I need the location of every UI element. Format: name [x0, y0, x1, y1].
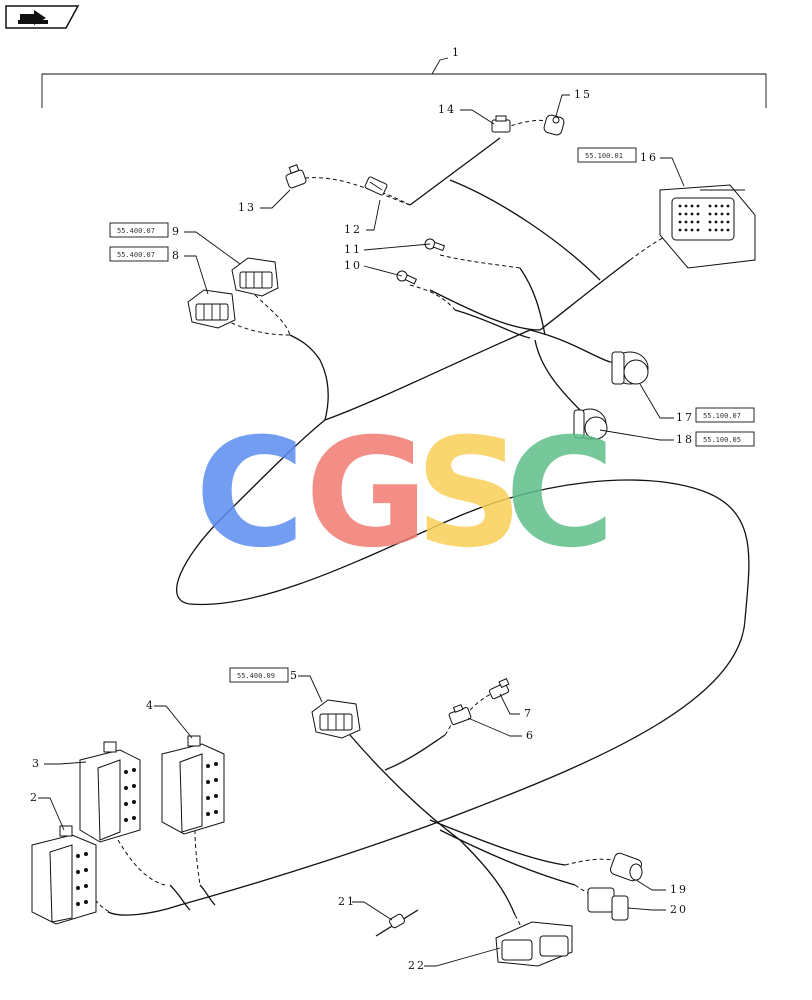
ref-box-16: 55.100.01 — [577, 147, 637, 163]
ref-box-8: 55.400.07 — [109, 246, 169, 262]
arrow-icon — [18, 10, 48, 25]
callout-16: 16 — [640, 151, 658, 164]
ref-box-17: 55.100.07 — [695, 407, 755, 423]
ref-box-5: 55.400.09 — [229, 667, 289, 683]
callout-22: 22 — [408, 959, 426, 972]
watermark-letter-4: C — [505, 407, 615, 581]
fuse-slots — [76, 852, 88, 906]
next-page-button[interactable] — [5, 5, 80, 29]
fuse-slots — [124, 768, 136, 822]
ref-box-9: 55.400.07 — [109, 222, 169, 238]
callout-7: 7 — [524, 707, 533, 720]
fuse-block-2 — [31, 825, 97, 925]
connector-9 — [231, 257, 279, 297]
callout-6: 6 — [526, 729, 535, 742]
connector-12 — [364, 176, 388, 196]
connector-7 — [488, 677, 510, 700]
ring-terminal-11 — [424, 238, 446, 252]
callout-19: 19 — [670, 883, 688, 896]
fuse-slots — [206, 762, 218, 816]
leader-lines — [38, 94, 685, 967]
callout-10: 10 — [344, 259, 362, 272]
callout-12: 12 — [344, 223, 362, 236]
callout-13: 13 — [238, 201, 256, 214]
svg-text:55.400.07: 55.400.07 — [117, 227, 155, 235]
connector-5 — [311, 699, 361, 739]
connector-22 — [495, 921, 573, 967]
watermark-letter-2: G — [305, 407, 428, 581]
upper-harness-wires — [107, 137, 750, 916]
connector-8 — [187, 289, 236, 329]
svg-text:55.100.05: 55.100.05 — [703, 436, 741, 444]
connector-19 — [609, 852, 643, 882]
connector-6 — [448, 704, 472, 725]
callout-2: 2 — [30, 791, 39, 804]
circular-connector-18 — [573, 408, 608, 440]
inline-fuse-21 — [375, 909, 419, 937]
callout-5: 5 — [290, 669, 299, 682]
fuse-block-3 — [79, 741, 141, 843]
connector-15 — [543, 114, 565, 136]
lower-harness-wires — [169, 734, 576, 916]
callout-1: 1 — [452, 46, 461, 59]
svg-text:55.100.01: 55.100.01 — [585, 152, 623, 160]
connector-20 — [587, 887, 629, 921]
connector-13 — [285, 164, 307, 189]
connector-16 — [659, 184, 756, 269]
callout-20: 20 — [670, 903, 688, 916]
connector-14 — [491, 115, 511, 133]
svg-text:55.400.07: 55.400.07 — [117, 251, 155, 259]
circular-connector-17 — [611, 351, 649, 385]
callout-4: 4 — [146, 699, 155, 712]
pin-grid — [678, 204, 730, 232]
callout-3: 3 — [32, 757, 41, 770]
callout-14: 14 — [438, 103, 456, 116]
fuse-block-4 — [161, 735, 225, 835]
ref-box-18: 55.100.05 — [695, 431, 755, 447]
assembly-bracket — [41, 57, 767, 108]
callout-17: 17 — [676, 411, 694, 424]
watermark-letter-1: C — [195, 407, 305, 581]
callout-18: 18 — [676, 433, 694, 446]
watermark-letter-3: S — [415, 407, 523, 581]
callout-21: 21 — [338, 895, 356, 908]
callout-15: 15 — [574, 88, 592, 101]
callout-8: 8 — [172, 249, 181, 262]
callout-11: 11 — [344, 243, 362, 256]
svg-text:55.400.09: 55.400.09 — [237, 672, 275, 680]
cgsc-watermark: C G S C — [195, 407, 615, 581]
svg-text:55.100.07: 55.100.07 — [703, 412, 741, 420]
ring-terminal-10 — [396, 270, 418, 285]
callout-9: 9 — [172, 225, 181, 238]
